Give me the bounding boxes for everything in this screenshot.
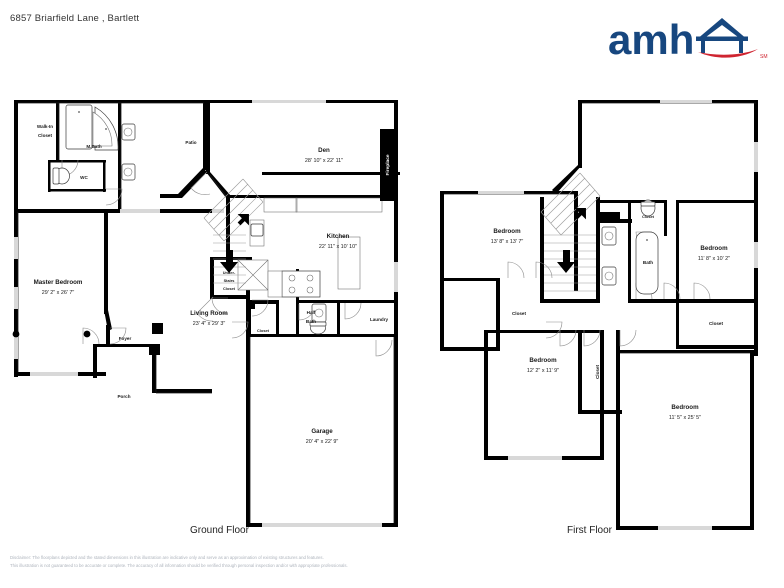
room-label-bedroom-2: Bedroom [700,245,728,252]
fireplace: Fireplace [380,129,398,201]
ground-floor-plan: Fireplace [12,100,400,527]
floorplans: Fireplace [12,100,758,530]
first-floor-label: First Floor [567,525,612,536]
ground-floor-wall-dots [12,330,91,338]
room-label-porch: Porch [117,394,130,399]
master-bath-fixtures [65,104,136,181]
room-label-closet-stair: Closet [642,214,655,219]
room-label-patio: Patio [185,140,196,145]
ground-floor-text: Walk-In Closet M.Bath WC Patio Den 28' 1… [34,124,389,445]
room-label-garage: Garage [311,428,333,435]
house-roof-icon [696,18,748,53]
room-label-bath-first-floor: Bath [643,260,653,265]
room-label-closet-bedroom-2: Closet [709,321,724,326]
room-dim-bedroom-3: 12' 2" x 11' 9" [527,368,559,374]
first-floor-plan: Bedroom 13' 8" x 13' 7" Closet Closet Ba… [440,100,758,530]
first-floor-walls [440,100,758,530]
room-label-understairs-2: Stairs [224,278,235,283]
room-label-laundry: Laundry [370,317,389,322]
room-dim-bedroom-1: 13' 8" x 13' 7" [491,239,524,245]
first-floor-windows [478,100,758,530]
room-label-closet-vertical: Closet [595,365,600,380]
room-label-walkin-2: Closet [38,133,53,138]
room-label-half-2: Bath [306,319,316,324]
kitchen-fixtures [237,197,383,298]
room-label-foyer: Foyer [119,336,132,341]
amh-logo: amh SM [608,16,768,63]
room-label-master-bedroom: Master Bedroom [34,279,83,286]
first-floor-stair-arrows [557,208,586,273]
room-label-kitchen: Kitchen [327,233,350,240]
logo-wordmark: amh [608,16,694,63]
logo-trademark: SM [760,54,768,60]
first-floor-door-swings [507,231,711,347]
room-label-understairs-3: Closet [223,286,236,291]
first-floor-stairs [540,172,601,292]
room-label-closet-bedroom-1: Closet [512,311,527,316]
ground-floor-stair-arrows [220,214,249,273]
ground-floor-label: Ground Floor [190,525,249,536]
room-dim-master-bedroom: 29' 2" x 26' 7" [42,290,75,296]
room-label-living-room: Living Room [190,310,228,317]
room-dim-kitchen: 22' 11" x 10' 10" [319,244,357,250]
first-floor-door-markers [596,212,620,223]
room-label-walkin-1: Walk-In [37,124,53,129]
room-label-wc: WC [80,175,88,180]
room-dim-bedroom-2: 11' 8" x 10' 2" [698,256,730,262]
page-title: 6857 Briarfield Lane , Bartlett [10,13,140,24]
room-label-mbath: M.Bath [86,144,102,149]
room-label-understairs-1: Under- [223,270,236,275]
half-bath-fixtures [309,303,327,335]
ground-floor-door-markers [149,300,255,355]
fireplace-label: Fireplace [385,154,391,175]
disclaimer: Disclaimer: The floorplans depicted and … [10,554,530,570]
logo-swoosh [698,49,758,58]
room-label-half-1: Half [307,310,316,315]
room-dim-garage: 20' 4" x 22' 9" [306,439,339,445]
room-label-bedroom-4: Bedroom [671,404,699,411]
room-label-den: Den [318,147,330,154]
first-floor-bath-fixtures [601,199,659,295]
disclaimer-line-2: This illustration is not guaranteed to b… [10,562,348,568]
wc-toilet-icon [52,167,70,185]
room-label-bedroom-1: Bedroom [493,228,521,235]
room-dim-den: 28' 10" x 22' 11" [305,158,343,164]
room-label-bedroom-3: Bedroom [529,357,557,364]
room-dim-bedroom-4: 11' 5" x 25' 5" [669,415,701,421]
room-dim-living-room: 23' 4" x 29' 3" [193,321,226,327]
disclaimer-line-1: Disclaimer: The floorplans depicted and … [10,555,324,560]
room-label-closet-living-room: Closet [257,328,270,333]
